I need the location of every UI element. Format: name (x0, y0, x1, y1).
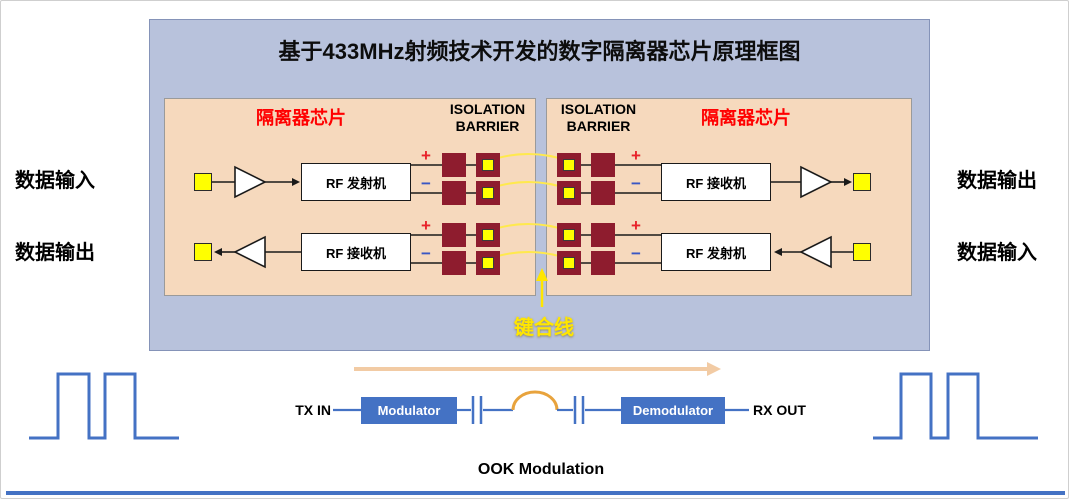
bond-pad (557, 181, 581, 205)
label-data-output-left: 数据输出 (15, 242, 95, 264)
bond-pad (557, 153, 581, 177)
isolation-barrier-line1: ISOLATION (560, 101, 637, 117)
bond-pad-opening (563, 159, 575, 171)
plus-label: + (421, 146, 431, 165)
bond-pad-opening (563, 257, 575, 269)
right-chip-label: 隔离器芯片 (701, 108, 791, 128)
isolation-cap-pad (591, 181, 615, 205)
demodulator-box: Demodulator (621, 397, 725, 424)
bond-pad-opening (563, 187, 575, 199)
plus-label: + (421, 216, 431, 235)
isolation-cap-pad (591, 223, 615, 247)
io-pad-left-input (194, 173, 212, 191)
minus-label: − (631, 244, 641, 263)
io-pad-left-output (194, 243, 212, 261)
minus-label: − (421, 174, 431, 193)
left-rf-transmitter-box: RF 发射机 (301, 163, 411, 201)
plus-label: + (631, 216, 641, 235)
diagram-title: 基于433MHz射频技术开发的数字隔离器芯片原理框图 (278, 39, 801, 64)
isolation-barrier-line1: ISOLATION (449, 101, 526, 117)
bond-pad-opening (482, 187, 494, 199)
bond-pad-opening (482, 159, 494, 171)
bond-pad (476, 251, 500, 275)
isolation-barrier-line2: BARRIER (455, 118, 520, 134)
square-wave-left (29, 372, 179, 440)
isolation-barrier-label-left: ISOLATION BARRIER (439, 101, 536, 135)
modulator-box: Modulator (361, 397, 457, 424)
io-pad-right-input (853, 243, 871, 261)
bottom-accent-bar (6, 491, 1065, 495)
io-pad-right-output (853, 173, 871, 191)
bond-pad (476, 223, 500, 247)
label-data-input-left: 数据输入 (15, 170, 95, 192)
left-chip-label: 隔离器芯片 (256, 108, 346, 128)
isolation-barrier-line2: BARRIER (566, 118, 631, 134)
plus-label: + (631, 146, 641, 165)
left-rf-receiver-box: RF 接收机 (301, 233, 411, 271)
bond-wire-label: 键合线 (514, 317, 574, 339)
isolation-cap-pad (442, 251, 466, 275)
label-data-output-right: 数据输出 (957, 170, 1037, 192)
tx-in-label: TX IN (295, 402, 331, 418)
isolation-cap-pad (442, 153, 466, 177)
bond-pad (476, 181, 500, 205)
ook-modulation-caption: OOK Modulation (477, 461, 605, 478)
bond-pad-opening (482, 229, 494, 241)
bond-pad (557, 251, 581, 275)
rx-out-label: RX OUT (753, 402, 806, 418)
signal-flow-arrowhead (707, 362, 721, 376)
minus-label: − (631, 174, 641, 193)
right-rf-transmitter-box: RF 发射机 (661, 233, 771, 271)
bond-wire-arc-icon (511, 390, 559, 411)
right-rf-receiver-box: RF 接收机 (661, 163, 771, 201)
isolation-cap-pad (591, 251, 615, 275)
label-data-input-right: 数据输入 (957, 242, 1037, 264)
isolation-barrier-label-right: ISOLATION BARRIER (550, 101, 647, 135)
square-wave-right (873, 372, 1038, 440)
bond-pad (476, 153, 500, 177)
bond-pad-opening (563, 229, 575, 241)
isolation-cap-pad (442, 181, 466, 205)
bond-pad-opening (482, 257, 494, 269)
isolation-cap-pad (591, 153, 615, 177)
minus-label: − (421, 244, 431, 263)
bond-pad (557, 223, 581, 247)
isolation-cap-pad (442, 223, 466, 247)
